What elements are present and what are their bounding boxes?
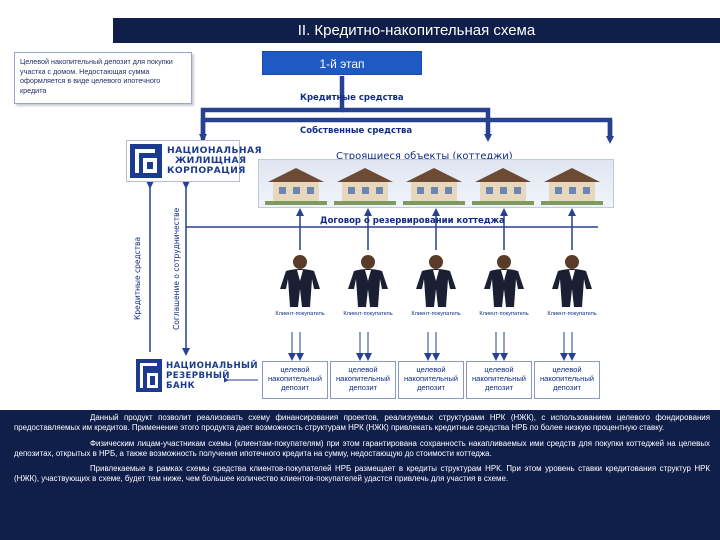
credit-funds-label: Кредитные средства xyxy=(300,93,404,103)
cottage-icon xyxy=(403,168,465,205)
reserve-bank-emblem-icon xyxy=(136,359,162,392)
housing-corporation-emblem-icon xyxy=(130,144,162,178)
client-label: Клиент-покупатель xyxy=(343,311,393,317)
cottage-icon xyxy=(541,168,603,205)
cottage-icon xyxy=(265,168,327,205)
objects-label: Строящиеся объекты (коттеджи) xyxy=(336,151,513,162)
cottage-icon xyxy=(334,168,396,205)
deposit-box: целевой накопительный депозит xyxy=(398,361,464,399)
description-panel: Данный продукт позволит реализовать схем… xyxy=(0,410,720,540)
description-paragraph: Привлекаемые в рамках схемы средства кли… xyxy=(14,464,710,484)
client-figure-icon xyxy=(280,255,320,307)
cooperation-agreement-label: Соглашение о сотрудничестве xyxy=(172,207,181,330)
cottage-icon xyxy=(472,168,534,205)
client-figure-icon xyxy=(552,255,592,307)
credit-funds-vertical-label: Кредитные средства xyxy=(133,236,142,320)
credit-funds-right-arrow xyxy=(342,107,492,142)
deposit-box: целевой накопительный депозит xyxy=(534,361,600,399)
client-figure-icon xyxy=(348,255,388,307)
client-label: Клиент-покупатель xyxy=(411,311,461,317)
note-box: Целевой накопительный депозит для покупк… xyxy=(14,52,192,104)
client-figure-icon xyxy=(484,255,524,307)
description-paragraph: Физическим лицам-участникам схемы (клиен… xyxy=(14,438,710,458)
deposit-box: целевой накопительный депозит xyxy=(466,361,532,399)
client-label: Клиент-покупатель xyxy=(275,311,325,317)
deposit-box: целевой накопительный депозит xyxy=(330,361,396,399)
description-paragraph: Данный продукт позволит реализовать схем… xyxy=(14,413,710,433)
client-label: Клиент-покупатель xyxy=(547,311,597,317)
reserve-bank-logo: НАЦИОНАЛЬНЫЙ РЕЗЕРВНЫЙ БАНК xyxy=(136,357,258,395)
housing-corporation-name: НАЦИОНАЛЬНАЯ ЖИЛИЩНАЯ КОРПОРАЦИЯ xyxy=(167,145,262,176)
housing-corporation-logo: НАЦИОНАЛЬНАЯ ЖИЛИЩНАЯ КОРПОРАЦИЯ xyxy=(126,140,262,182)
contract-label: Договор о резервировании коттеджа xyxy=(320,216,505,226)
cottages-area xyxy=(258,159,614,208)
reserve-bank-name: НАЦИОНАЛЬНЫЙ РЕЗЕРВНЫЙ БАНК xyxy=(166,361,258,391)
client-label: Клиент-покупатель xyxy=(479,311,529,317)
own-funds-label: Собственные средства xyxy=(300,126,413,136)
deposit-box: целевой накопительный депозит xyxy=(262,361,328,399)
stage-box: 1-й этап xyxy=(262,51,422,75)
page-title: II. Кредитно-накопительная схема xyxy=(113,18,720,43)
flow-arrows xyxy=(146,76,614,384)
client-figure-icon xyxy=(416,255,456,307)
